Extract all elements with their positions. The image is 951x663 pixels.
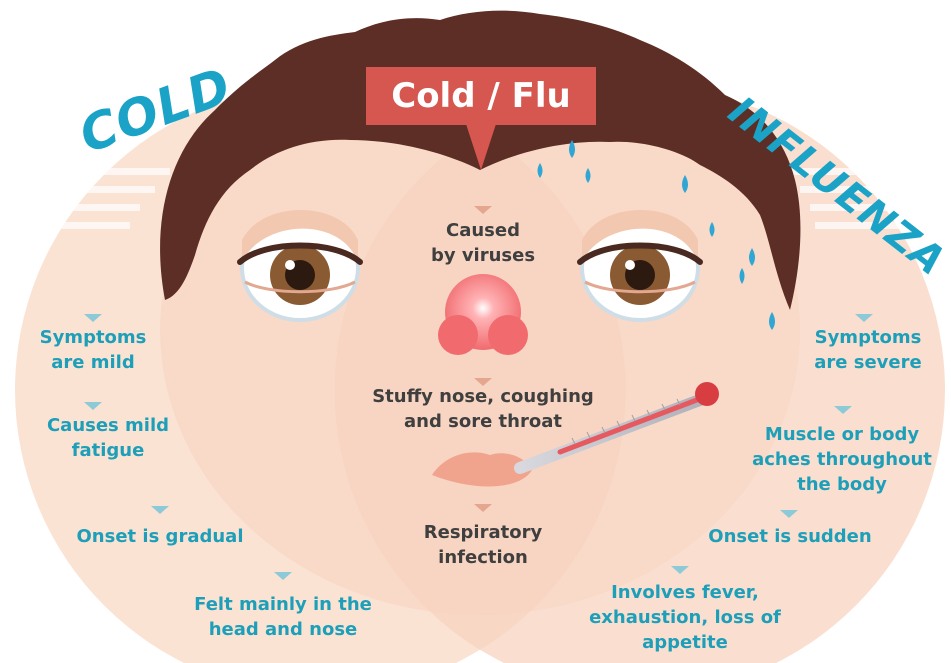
influenza-item-sudden: Onset is sudden: [700, 524, 880, 549]
left-eye: [240, 210, 360, 320]
page-title: Cold / Flu: [366, 67, 596, 125]
cold-item-gradual: Onset is gradual: [70, 524, 250, 549]
right-eye: [580, 210, 700, 320]
